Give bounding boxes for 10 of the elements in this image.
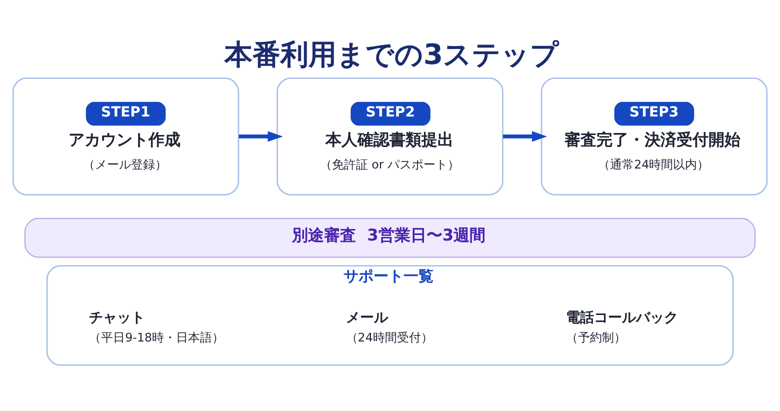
- arrow: [238, 130, 283, 142]
- arrow: [503, 130, 548, 142]
- node-box: STEP1 アカウント作成 （メール登録）: [12, 77, 240, 195]
- diagram-title: 本番利用までの3ステップ: [224, 37, 559, 70]
- node-box: 別途審査 3営業日〜3週間: [24, 217, 756, 258]
- node-box: STEP3 審査完了・決済受付開始 （通常24時間以内）: [540, 77, 768, 195]
- node-text: メール （24時間受付）: [346, 309, 433, 344]
- node-box: STEP2 本人確認書類提出 （免許証 or パスポート）: [276, 77, 504, 195]
- node-text: 電話コールバック （予約制）: [566, 309, 678, 344]
- node-text: チャット （平日9-18時・日本語）: [89, 309, 224, 344]
